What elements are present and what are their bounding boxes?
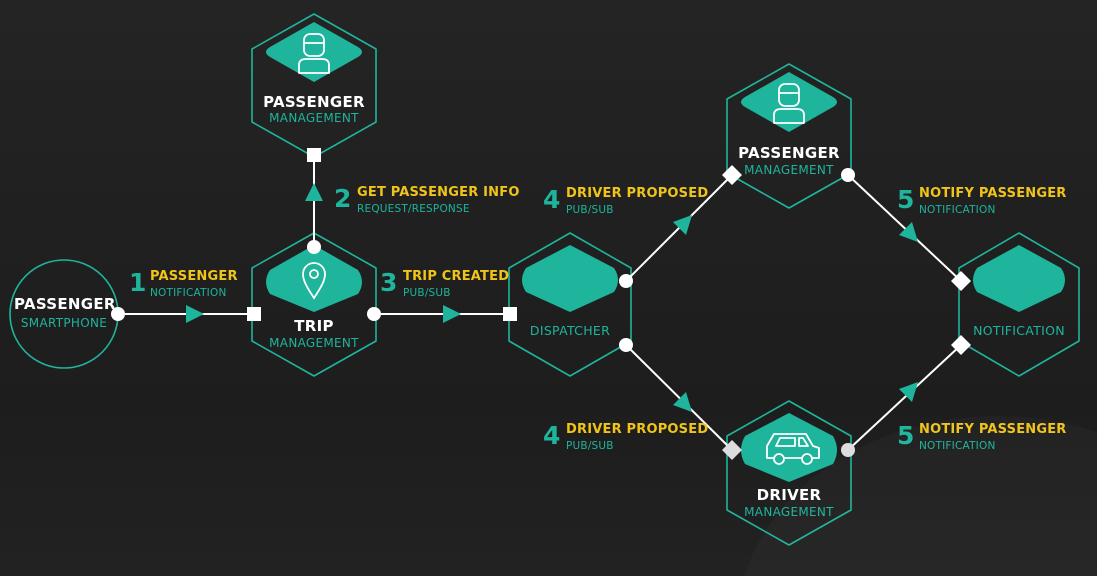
location-pin-icon [302, 262, 326, 300]
notification-title: NOTIFICATION [973, 323, 1065, 338]
notification-node-outline [958, 232, 1080, 377]
port-passenger-top-in [307, 148, 321, 162]
step5a-title: NOTIFY PASSENGER [919, 186, 1067, 201]
step5b-title: NOTIFY PASSENGER [919, 422, 1067, 437]
edge-dispatcher-driver [625, 344, 733, 451]
port-trip-in [247, 307, 261, 321]
passenger-mgmt-top-title: PASSENGER [263, 93, 365, 111]
arrow-step4b [673, 392, 692, 412]
step3-title: TRIP CREATED [403, 269, 510, 284]
step3-subtitle: PUB/SUB [403, 287, 451, 299]
port-dispatcher-out-top [619, 274, 633, 288]
edge-driver-notification [847, 344, 962, 451]
step4a-title: DRIVER PROPOSED [566, 186, 709, 201]
port-trip-top [307, 240, 321, 254]
arrow-step3 [443, 305, 461, 323]
dispatcher-header-shape [522, 245, 618, 312]
passenger-mgmt-right-title: PASSENGER [738, 144, 840, 162]
port-passenger-right-in [722, 165, 742, 185]
arrow-step2 [305, 183, 323, 201]
smartphone-node-outline [9, 259, 119, 369]
passenger-mgmt-top-subtitle: MANAGEMENT [269, 111, 359, 125]
dispatcher-node-outline [508, 232, 632, 377]
passenger-mgmt-right-header-shape [741, 72, 837, 132]
driver-mgmt-header-shape [741, 413, 837, 482]
step4b-number: 4 [543, 421, 561, 450]
passenger-mgmt-top-header-shape [266, 22, 362, 82]
driver-mgmt-title: DRIVER [756, 486, 822, 504]
step3-number: 3 [380, 268, 398, 297]
step2-title: GET PASSENGER INFO [357, 185, 520, 200]
port-trip-out [367, 307, 381, 321]
passenger-mgmt-right-subtitle: MANAGEMENT [744, 163, 834, 177]
port-driver-in [722, 440, 742, 460]
dispatcher-title: DISPATCHER [529, 323, 611, 338]
port-driver-out [841, 443, 855, 457]
edge-passenger-right-notification [847, 174, 962, 282]
port-notification-in-bottom [951, 335, 971, 355]
step4a-number: 4 [543, 185, 561, 214]
car-icon [766, 433, 820, 465]
step5b-number: 5 [897, 421, 915, 450]
port-smartphone-out [111, 307, 125, 321]
step2-number: 2 [334, 184, 352, 213]
smartphone-subtitle: SMARTPHONE [20, 316, 108, 330]
port-notification-in-top [951, 271, 971, 291]
step5a-subtitle: NOTIFICATION [919, 204, 996, 216]
driver-mgmt-subtitle: MANAGEMENT [744, 505, 834, 519]
passenger-mgmt-right-node-outline [726, 63, 852, 209]
port-passenger-right-out [841, 168, 855, 182]
trip-mgmt-node-outline [251, 232, 377, 377]
port-dispatcher-in [503, 307, 517, 321]
port-dispatcher-out-bottom [619, 338, 633, 352]
step5a-number: 5 [897, 185, 915, 214]
arrow-step1 [186, 305, 204, 323]
step5b-subtitle: NOTIFICATION [919, 440, 996, 452]
arrow-step5a [899, 222, 918, 242]
step4b-subtitle: PUB/SUB [566, 440, 614, 452]
step1-subtitle: NOTIFICATION [150, 287, 227, 299]
step1-number: 1 [129, 268, 147, 297]
arrow-step5b [899, 382, 918, 402]
trip-mgmt-title: TRIP [294, 317, 334, 335]
notification-header-shape [973, 245, 1065, 312]
step2-subtitle: REQUEST/RESPONSE [357, 203, 470, 215]
arrow-step4a [673, 215, 692, 235]
smartphone-title: PASSENGER [14, 295, 116, 313]
step4a-subtitle: PUB/SUB [566, 204, 614, 216]
trip-mgmt-subtitle: MANAGEMENT [269, 336, 359, 350]
person-icon [298, 33, 330, 74]
step4b-title: DRIVER PROPOSED [566, 422, 709, 437]
step1-title: PASSENGER [150, 269, 238, 284]
person-icon [773, 83, 805, 124]
